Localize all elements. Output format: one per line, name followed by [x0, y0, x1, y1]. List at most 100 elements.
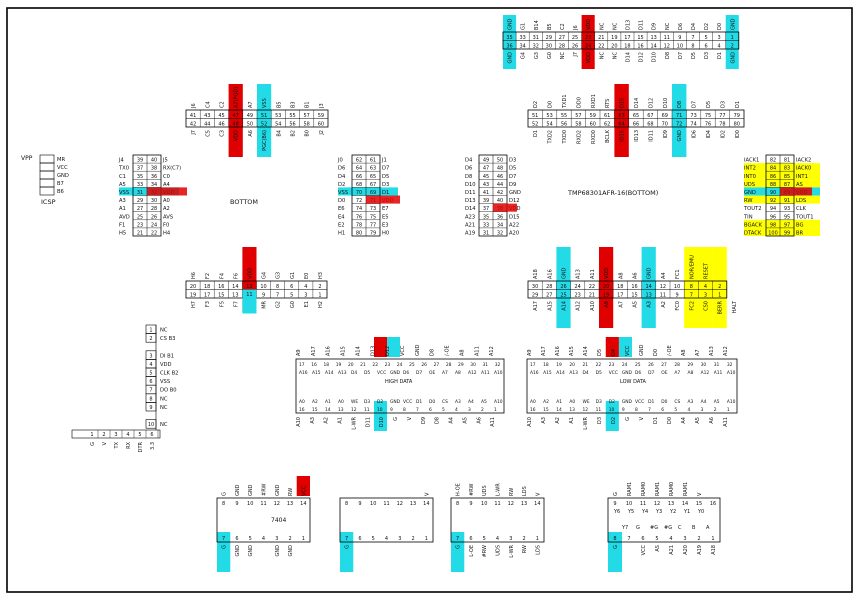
- pin-number: 50: [497, 158, 503, 164]
- pin-label: H1: [338, 231, 345, 237]
- pin-label: D7: [416, 370, 422, 376]
- pin-label: A4: [681, 417, 687, 424]
- pin-label: Y5: [627, 509, 634, 515]
- pin-number: 28: [559, 44, 565, 50]
- pin-number: 9: [678, 35, 681, 41]
- low-data-label: LOW DATA: [620, 379, 647, 385]
- pin-label: D11: [465, 190, 476, 196]
- pin-label: CS0: [704, 301, 710, 311]
- pin-number: 4: [496, 536, 499, 542]
- pin-label: D9: [652, 23, 658, 30]
- pin-label: D4: [611, 349, 617, 356]
- pin-number: 8: [276, 284, 279, 290]
- pin-number: 13: [668, 501, 674, 507]
- pin-label: D10: [465, 182, 476, 188]
- pin-number: 18: [617, 284, 623, 290]
- pin-label: Y0: [697, 509, 704, 515]
- pin-number: 11: [664, 35, 670, 41]
- pin-number: 73: [370, 206, 376, 212]
- pin-label: A19: [465, 231, 475, 237]
- pin-label: D2: [611, 417, 617, 424]
- pin-number: 50: [247, 122, 253, 128]
- pin-number: 75: [370, 214, 376, 220]
- pin-number: 36: [497, 214, 503, 220]
- pin-number: 5: [149, 371, 152, 377]
- pin-number: 11: [364, 407, 370, 413]
- pin-number: 21: [137, 231, 143, 237]
- pin-label: NC: [612, 51, 618, 59]
- pin-number: 18: [323, 362, 329, 368]
- pin-number: 17: [624, 35, 630, 41]
- pin-label: DTACK: [744, 231, 762, 237]
- pin-number: 1: [149, 328, 152, 334]
- pin-number: 68: [647, 122, 653, 128]
- pin-number: 21: [589, 293, 595, 299]
- pin-label: RW: [288, 488, 294, 496]
- pin-number: 7: [416, 407, 419, 413]
- pin-label: D13: [625, 20, 631, 30]
- pin-label: A1: [325, 399, 331, 405]
- pin-label: A11: [714, 370, 723, 376]
- pin-label: C2: [560, 23, 566, 30]
- pin-label: B0: [305, 130, 311, 137]
- pin-number: 77: [719, 113, 725, 119]
- pin-label: A12: [723, 346, 729, 356]
- pin-label: A15: [569, 346, 575, 356]
- pin-label: A0: [163, 198, 170, 204]
- pin-label: RX: [126, 441, 132, 448]
- pin-number: 76: [705, 122, 711, 128]
- pin-number: 63: [370, 166, 376, 172]
- pin-number: 28: [446, 362, 452, 368]
- pin-number: 34: [151, 182, 157, 188]
- pin-number: 22: [151, 231, 157, 237]
- pin-label: CS: [442, 399, 448, 405]
- pin-number: 54: [275, 122, 281, 128]
- pin-number: 97: [784, 222, 790, 228]
- pin-label: D1: [382, 190, 389, 196]
- pin-number: 43: [204, 113, 210, 119]
- pin-label: A1: [119, 206, 126, 212]
- pin-number: 7: [691, 35, 694, 41]
- pin-label: A8: [455, 370, 461, 376]
- pin-number: 37: [483, 206, 489, 212]
- pin-label: GND: [677, 130, 683, 142]
- pin-number: 14: [300, 501, 306, 507]
- pin-label: D4: [465, 158, 473, 164]
- pin-label: D2: [377, 399, 383, 405]
- pin-number: 6: [469, 536, 472, 542]
- pin-label: HALT: [732, 300, 738, 313]
- pin-label: A7: [674, 370, 680, 376]
- pin-number: 6: [704, 44, 707, 50]
- pin-label: D5: [382, 174, 389, 180]
- pin-number: 85: [784, 174, 790, 180]
- pin-label: Y2: [669, 509, 676, 515]
- pin-number: 21: [360, 362, 366, 368]
- pin-number: 7: [690, 293, 693, 299]
- pin-number: 26: [648, 362, 654, 368]
- pin-label: E6: [338, 206, 345, 212]
- pin-label: A16: [555, 346, 561, 356]
- pin-number: 60: [590, 122, 596, 128]
- pin-label: G: [613, 545, 619, 549]
- pin-number: 36: [151, 174, 157, 180]
- pin-label: A6: [709, 417, 715, 424]
- pin-number: 36: [506, 44, 512, 50]
- pin-number: 2: [411, 536, 414, 542]
- pin-label: V: [535, 492, 541, 496]
- pin-number: 13: [232, 293, 238, 299]
- pin-number: 20: [611, 44, 617, 50]
- pin-label: A7: [695, 349, 701, 356]
- pin-label: C4: [205, 101, 211, 108]
- pin-number: 77: [370, 222, 376, 228]
- pin-label: D15: [620, 98, 626, 108]
- pin-label: H2: [318, 301, 324, 308]
- pin-label: D0: [661, 399, 667, 405]
- pin-number: 68: [356, 182, 362, 188]
- pin-number: 8: [345, 501, 348, 507]
- pin-label: A8: [688, 370, 694, 376]
- pin-label: D13: [465, 198, 476, 204]
- pin-label: D13: [370, 346, 376, 356]
- pin-number: 32: [533, 44, 539, 50]
